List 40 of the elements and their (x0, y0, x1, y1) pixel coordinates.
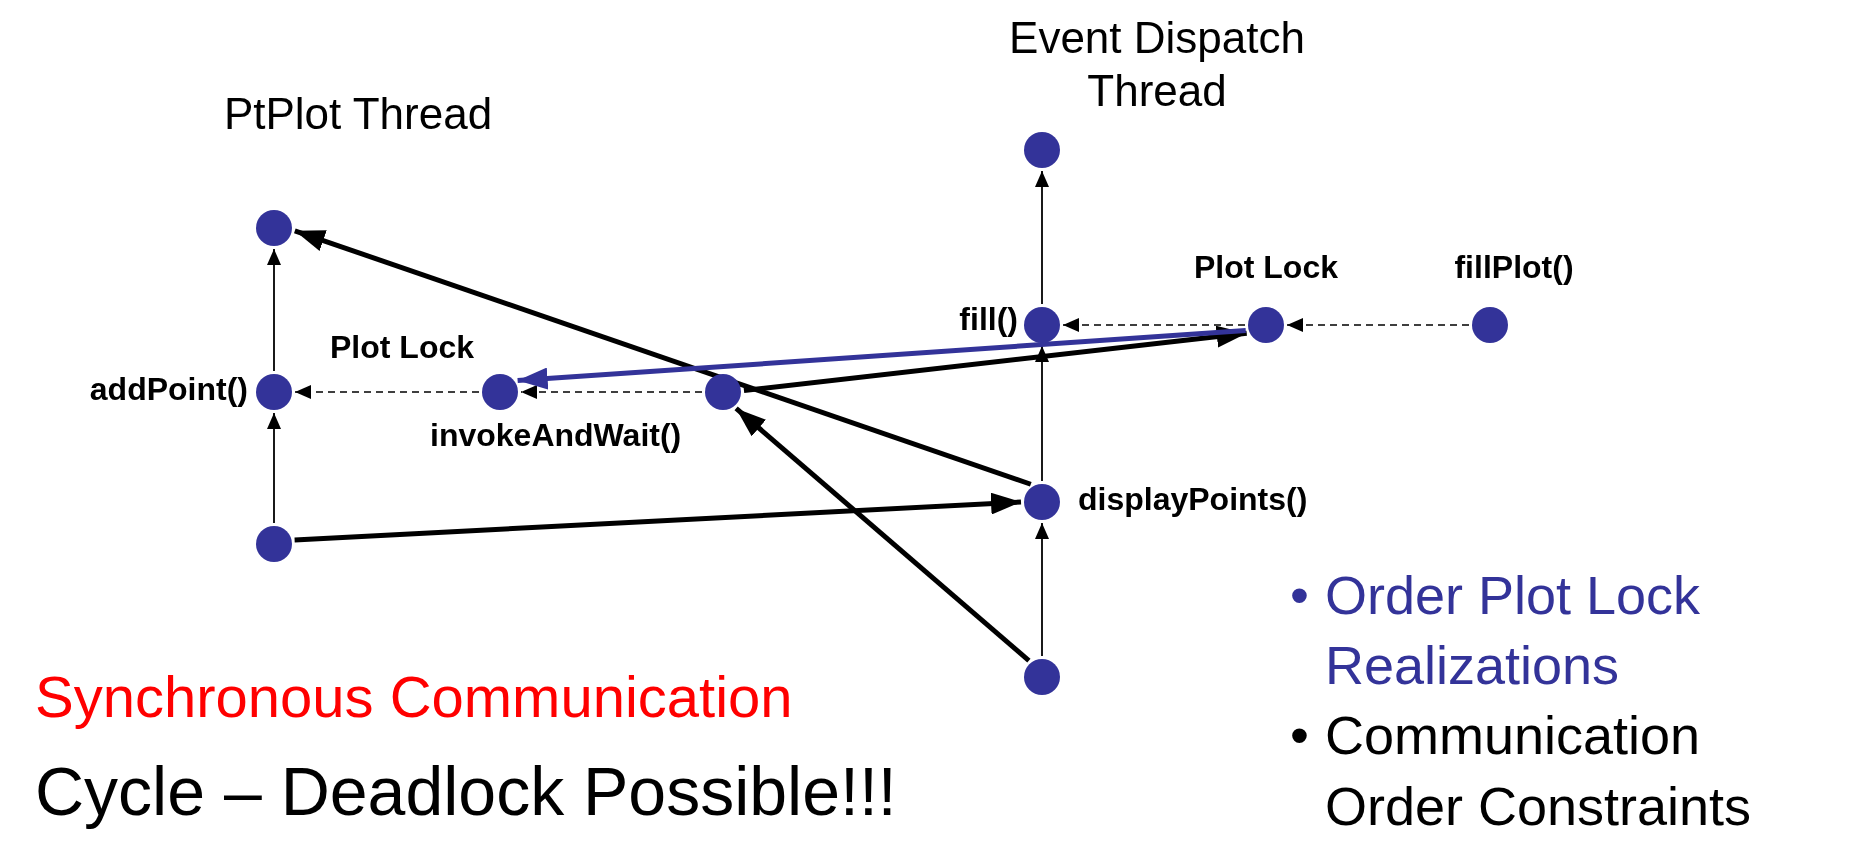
node-dot (256, 210, 292, 246)
method-label: fillPlot() (1454, 250, 1574, 286)
column-heading: Event Dispatch Thread (1008, 12, 1306, 117)
arrow (520, 385, 703, 399)
node-dot (1024, 484, 1060, 520)
node-dot (1472, 307, 1508, 343)
node-dot (1248, 307, 1284, 343)
method-label: fill() (959, 302, 1018, 338)
method-label: addPoint() (89, 372, 248, 408)
arrow (743, 325, 1247, 393)
node-dot (1024, 659, 1060, 695)
arrow (734, 406, 1031, 663)
node-dot (482, 374, 518, 410)
arrow (294, 492, 1022, 543)
arrow (517, 328, 1246, 390)
headline: Cycle – Deadlock Possible!!! (35, 752, 897, 831)
arrow (1286, 318, 1470, 332)
arrow (267, 248, 281, 372)
node-dot (256, 374, 292, 410)
arrow (1035, 522, 1049, 657)
bullet-text: Order Plot Lock Realizations (1324, 564, 1702, 698)
bullet-mark: • (1290, 564, 1309, 627)
node-dot (1024, 307, 1060, 343)
subtitle: Synchronous Communication (35, 664, 793, 731)
arrow (267, 412, 281, 524)
arrow (1035, 345, 1049, 482)
arrow (1035, 170, 1049, 305)
method-label: Plot Lock (330, 330, 474, 366)
column-heading: PtPlot Thread (222, 88, 494, 140)
bullet-mark: • (1290, 704, 1309, 768)
arrow (1062, 318, 1246, 332)
node-dot (1024, 132, 1060, 168)
method-label: displayPoints() (1078, 482, 1308, 518)
node-dot (256, 526, 292, 562)
node-dot (705, 374, 741, 410)
arrow (294, 228, 1032, 487)
arrow (294, 385, 480, 399)
method-label: Plot Lock (1194, 250, 1338, 286)
bullet-text: Communication Order Constraints (1324, 704, 1753, 838)
method-label: invokeAndWait() (430, 418, 682, 454)
